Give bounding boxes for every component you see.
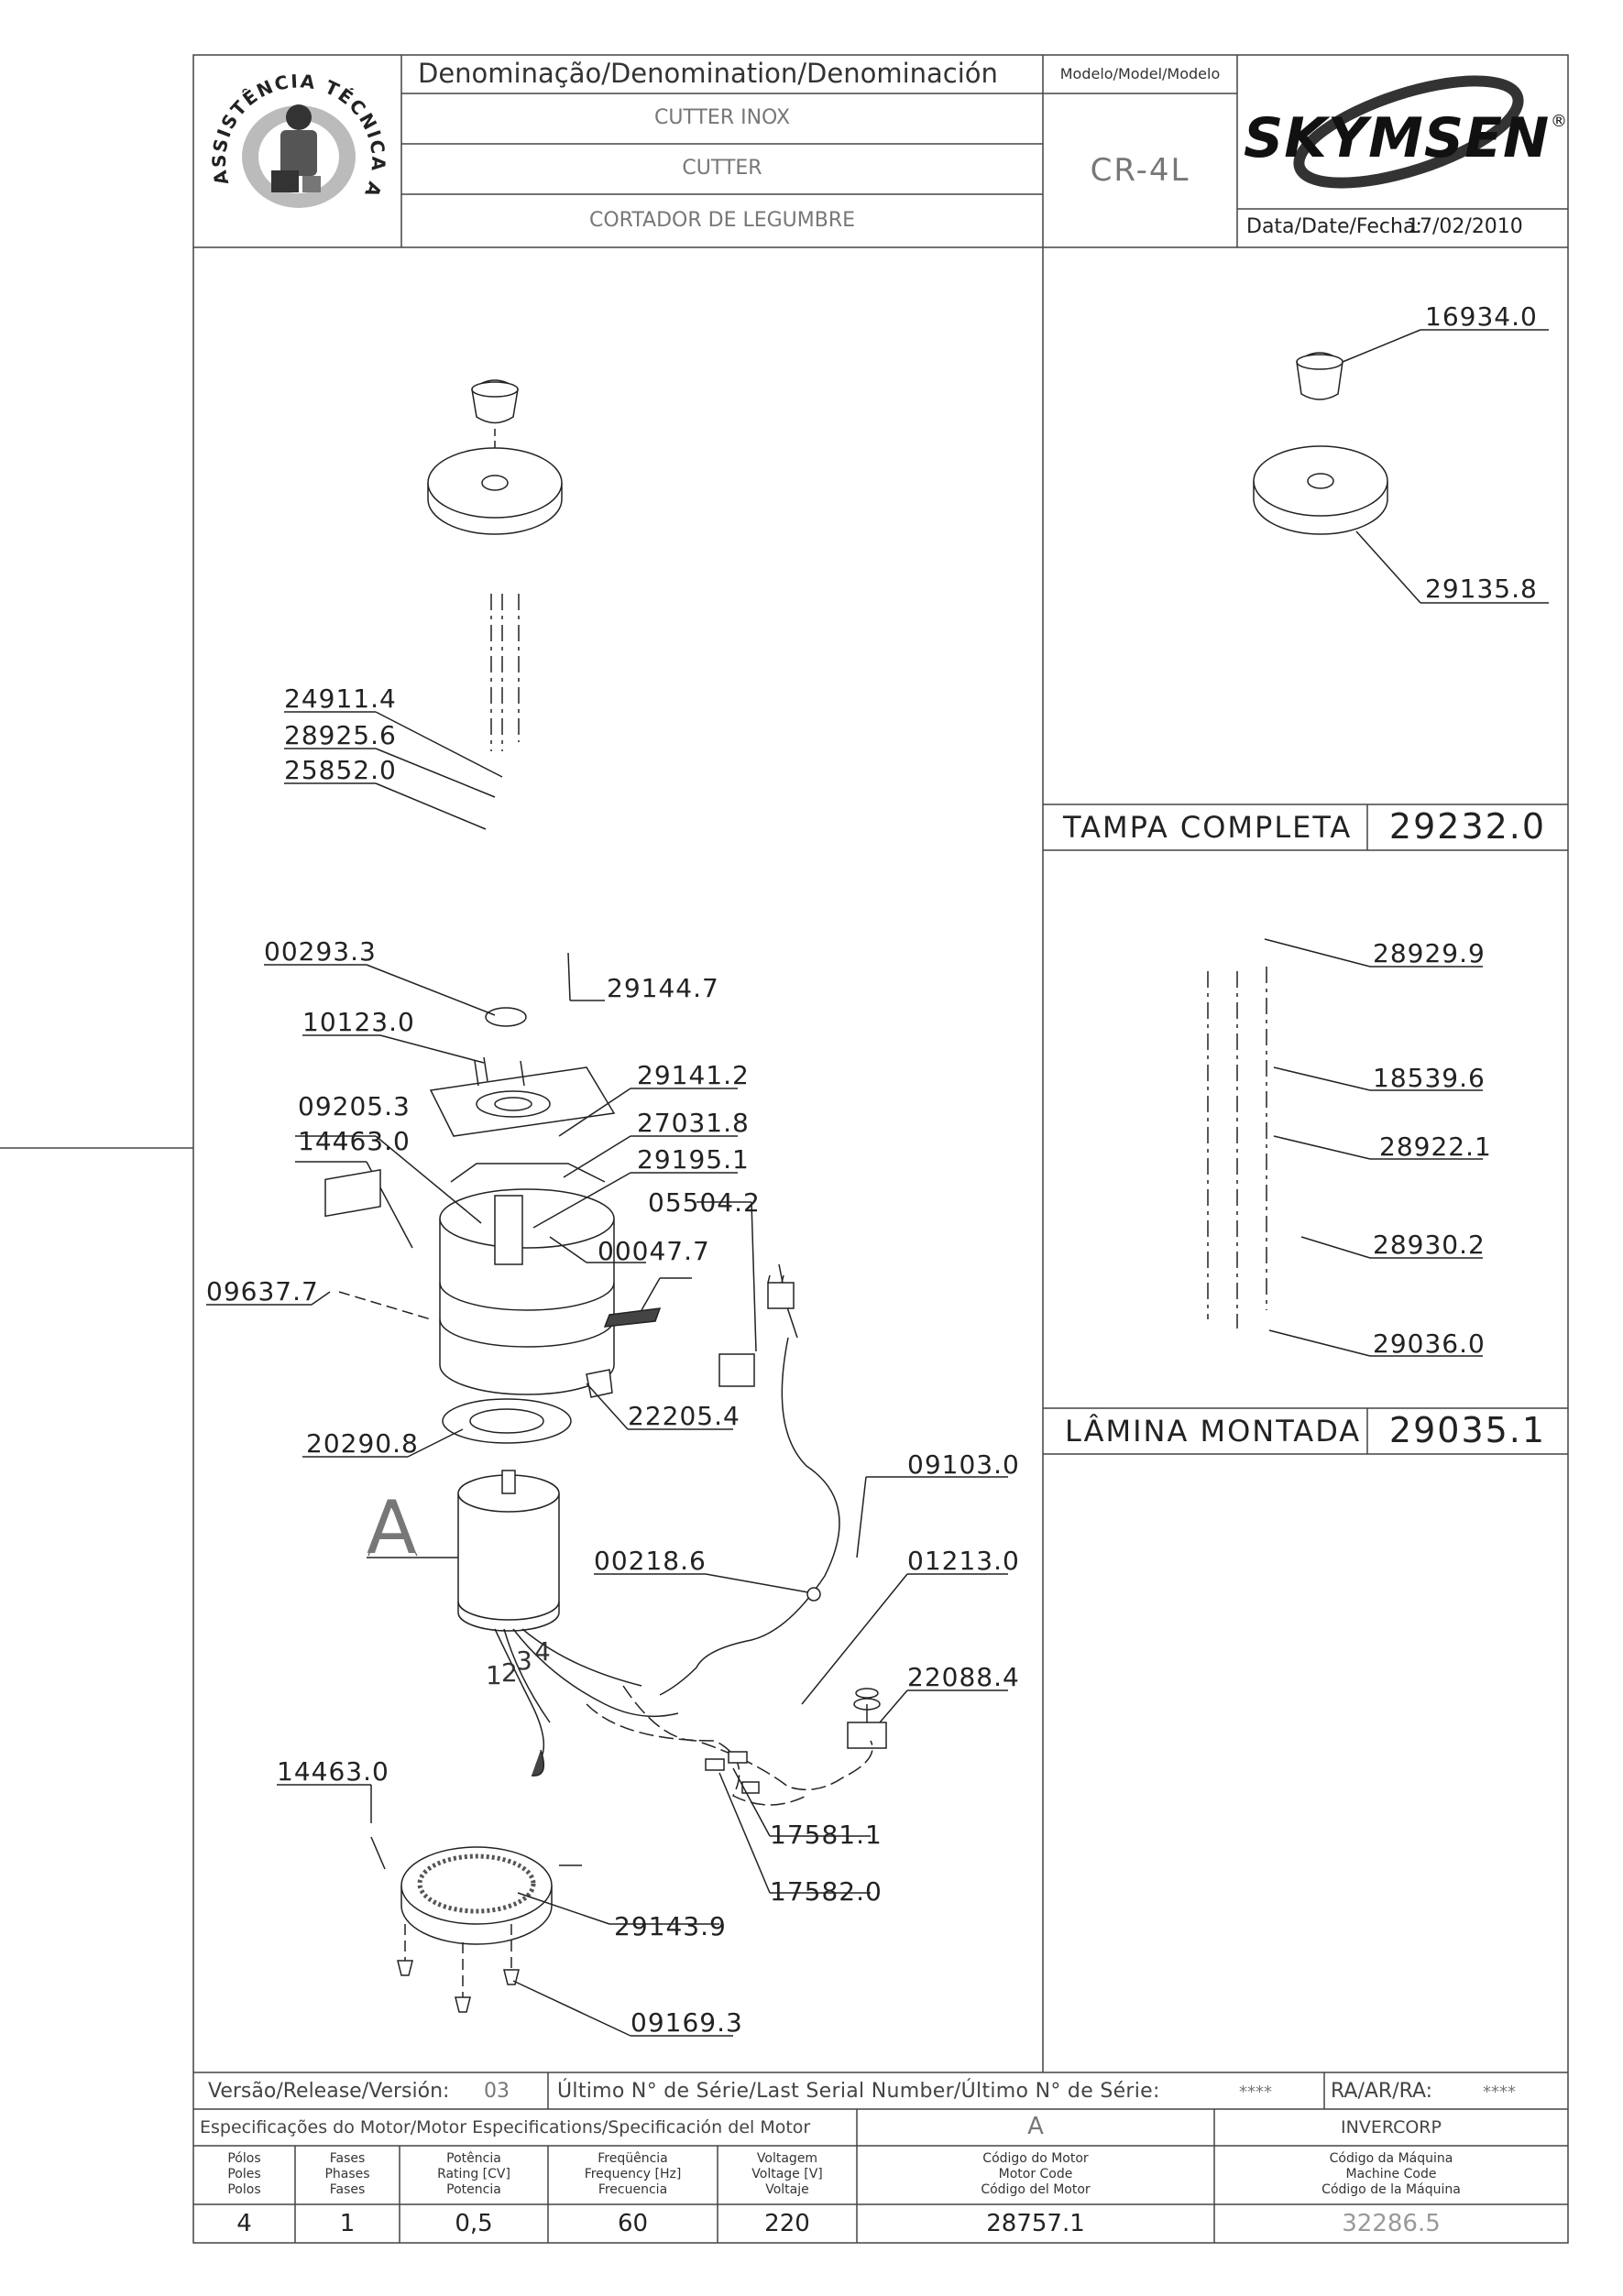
spec-header-rating: Potência Rating [CV] Potencia (437, 2151, 510, 2197)
part-label: 18539.6 (1373, 1063, 1486, 1093)
serial-label: Último N° de Série/Last Serial Number/Úl… (557, 2080, 1160, 2103)
lid-knob-drawing (471, 379, 519, 458)
spec-value-voltage: 220 (764, 2210, 810, 2237)
spec-header-motor-code: Código do Motor Motor Code Código del Mo… (981, 2151, 1091, 2197)
ra-label: RA/AR/RA: (1331, 2080, 1433, 2103)
part-label: 16934.0 (1425, 301, 1538, 332)
serial-value: **** (1239, 2083, 1272, 2102)
part-label: 01213.0 (907, 1546, 1020, 1576)
date-value: 17/02/2010 (1407, 215, 1523, 238)
part-label: 28922.1 (1379, 1132, 1492, 1162)
blade-group-code: 29035.1 (1388, 1410, 1547, 1450)
spec-value-phases: 1 (339, 2210, 356, 2237)
model-label: Modelo/Model/Modelo (1059, 65, 1221, 82)
part-label: 22088.4 (907, 1662, 1020, 1692)
base-drawing (400, 1846, 553, 1945)
spec-header-voltage: Voltagem Voltage [V] Voltaje (751, 2151, 823, 2197)
lid-disc-drawing (427, 447, 563, 535)
wire-number: 4 (534, 1636, 551, 1667)
spec-value-rating: 0,5 (455, 2210, 493, 2237)
part-label: 28929.9 (1373, 938, 1486, 968)
motor-letter: A (367, 1485, 417, 1570)
ra-value: **** (1483, 2083, 1516, 2102)
version-value: 03 (484, 2080, 510, 2103)
part-label: 09169.3 (631, 2007, 743, 2038)
wire-number: 1 (486, 1660, 502, 1690)
blade-group-title: LÂMINA MONTADA (1065, 1414, 1362, 1449)
part-label: 14463.0 (277, 1756, 389, 1787)
part-label: 29144.7 (607, 973, 719, 1003)
motor-spec-label: Especificações do Motor/Motor Especifica… (200, 2117, 811, 2137)
brand-logo: SKYMSEN ® (1239, 59, 1567, 207)
switch-drawing (847, 1688, 887, 1749)
spec-value-motor-code: 28757.1 (986, 2210, 1085, 2237)
part-label: 29135.8 (1425, 574, 1538, 604)
motor-spec-letter: A (1027, 2113, 1044, 2140)
part-label: 28930.2 (1373, 1230, 1486, 1260)
spec-header-poles: Pólos Poles Polos (227, 2151, 261, 2197)
blade-plate-drawing (429, 1056, 616, 1137)
part-label: 27031.8 (637, 1108, 750, 1138)
part-label: 05504.2 (648, 1187, 761, 1218)
lid-group-title: TAMPA COMPLETA (1063, 810, 1353, 845)
part-label: 29195.1 (637, 1144, 750, 1175)
wire-number: 3 (516, 1645, 532, 1676)
part-label: 14463.0 (298, 1126, 411, 1156)
part-label: 09103.0 (907, 1449, 1020, 1480)
part-label: 29143.9 (614, 1911, 727, 1941)
motor-manufacturer: INVERCORP (1341, 2117, 1442, 2137)
bowl-body-drawing (439, 1163, 615, 1395)
motor-drawing (457, 1470, 560, 1632)
part-label: 28925.6 (284, 720, 397, 750)
date-label: Data/Date/Fecha: (1246, 215, 1422, 238)
part-label: 20290.8 (306, 1428, 419, 1459)
model-value: CR-4L (1090, 152, 1190, 189)
part-label: 24911.4 (284, 683, 397, 714)
name-english: CUTTER (682, 157, 762, 180)
part-label: 17581.1 (770, 1820, 883, 1850)
brand-registered-mark: ® (1551, 112, 1567, 131)
lid-group-drawing (1253, 352, 1388, 535)
part-label: 00293.3 (264, 936, 377, 967)
part-label: 10123.0 (302, 1007, 415, 1037)
part-label: 29141.2 (637, 1060, 750, 1090)
spec-value-machine-code: 32286.5 (1342, 2210, 1441, 2237)
wire-number: 2 (501, 1657, 518, 1688)
part-label: 25852.0 (284, 755, 397, 785)
part-label: 00218.6 (594, 1546, 707, 1576)
part-label: 00047.7 (598, 1236, 710, 1266)
part-label: 09205.3 (298, 1091, 411, 1121)
spec-value-poles: 4 (236, 2210, 252, 2237)
brand-name: SKYMSEN (1244, 106, 1551, 170)
part-label: 09637.7 (206, 1276, 319, 1307)
name-spanish: CORTADOR DE LEGUMBRE (588, 209, 856, 232)
part-label: 29036.0 (1373, 1328, 1486, 1359)
spec-header-machine-code: Código da Máquina Machine Code Código de… (1321, 2151, 1461, 2197)
spec-header-phases: Fases Phases Fases (324, 2151, 370, 2197)
name-portuguese: CUTTER INOX (653, 106, 791, 129)
version-label: Versão/Release/Versión: (208, 2080, 450, 2103)
part-label: 22205.4 (628, 1401, 740, 1431)
lid-group-code: 29232.0 (1388, 806, 1547, 847)
denomination-label: Denominação/Denomination/Denominación (418, 58, 998, 89)
authorized-service-seal: ASSISTÊNCIA TÉCNICA AUTORIZADA (194, 43, 394, 242)
part-label: 17582.0 (770, 1876, 883, 1907)
spec-header-frequency: Freqüência Frequency [Hz] Frecuencia (584, 2151, 682, 2197)
spec-value-frequency: 60 (617, 2210, 649, 2237)
blade-group-drawing (1207, 967, 1267, 1328)
motor-flange-drawing (442, 1398, 572, 1444)
